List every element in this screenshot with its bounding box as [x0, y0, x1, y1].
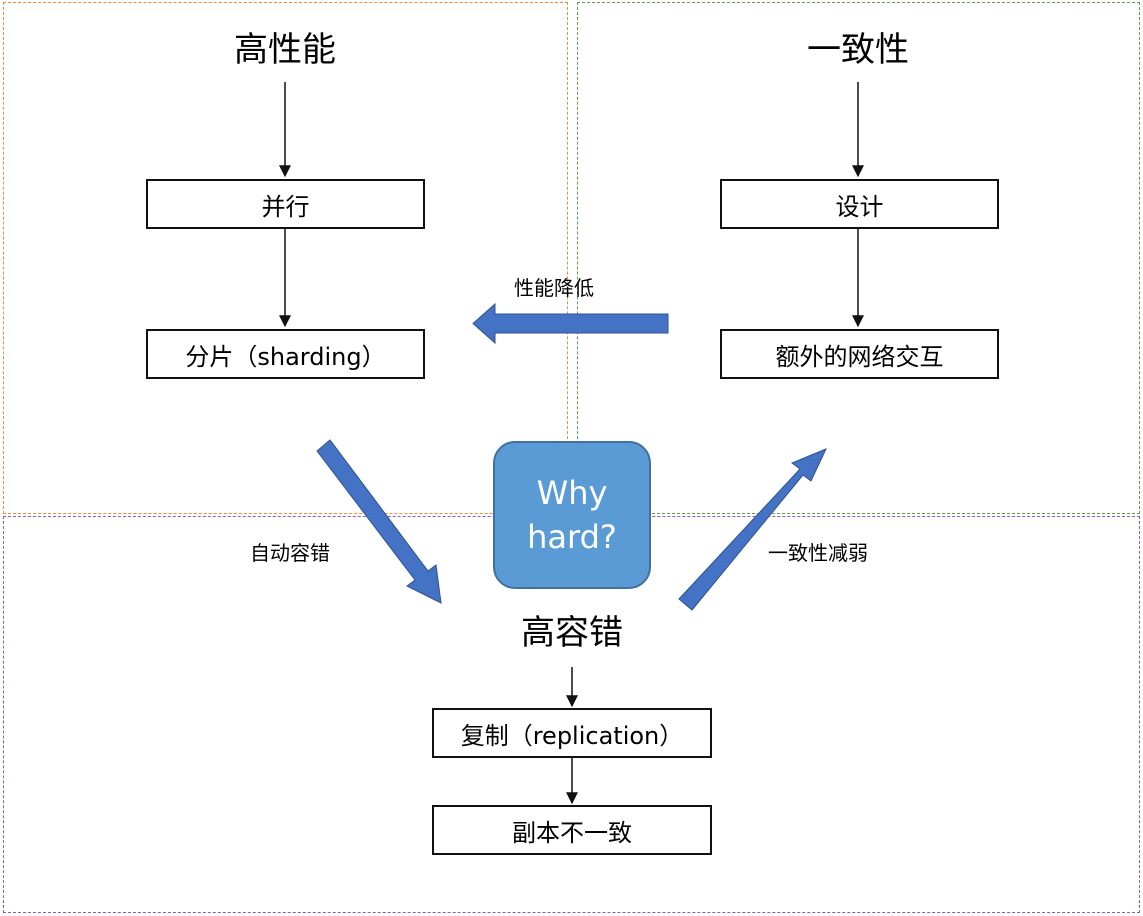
design-label: 设计 [835, 192, 884, 221]
high-performance-region [3, 2, 568, 514]
replication-box: 复制（replication） [432, 708, 712, 758]
performance-drop-label: 性能降低 [514, 276, 594, 300]
extra-network-box: 额外的网络交互 [720, 329, 999, 379]
consistency-weakened-label: 一致性减弱 [768, 541, 868, 565]
sharding-box: 分片（sharding） [146, 329, 425, 379]
auto-fault-tolerance-label: 自动容错 [250, 541, 330, 565]
parallel-box: 并行 [146, 179, 425, 229]
consistency-title: 一致性 [807, 30, 909, 70]
consistency-region [577, 2, 1140, 514]
high-performance-title: 高性能 [234, 30, 336, 70]
replica-inconsistency-box: 副本不一致 [432, 805, 712, 855]
replica-inconsistency-label: 副本不一致 [512, 818, 632, 847]
design-box: 设计 [720, 179, 999, 229]
replication-label: 复制（replication） [460, 721, 684, 750]
why-hard-line1: Why [536, 474, 608, 512]
fault-tolerance-title: 高容错 [521, 613, 623, 653]
parallel-label: 并行 [261, 192, 310, 221]
why-hard-node: Why hard? [493, 441, 651, 589]
sharding-label: 分片（sharding） [185, 342, 386, 371]
why-hard-line2: hard? [527, 518, 617, 556]
extra-network-label: 额外的网络交互 [775, 342, 944, 371]
